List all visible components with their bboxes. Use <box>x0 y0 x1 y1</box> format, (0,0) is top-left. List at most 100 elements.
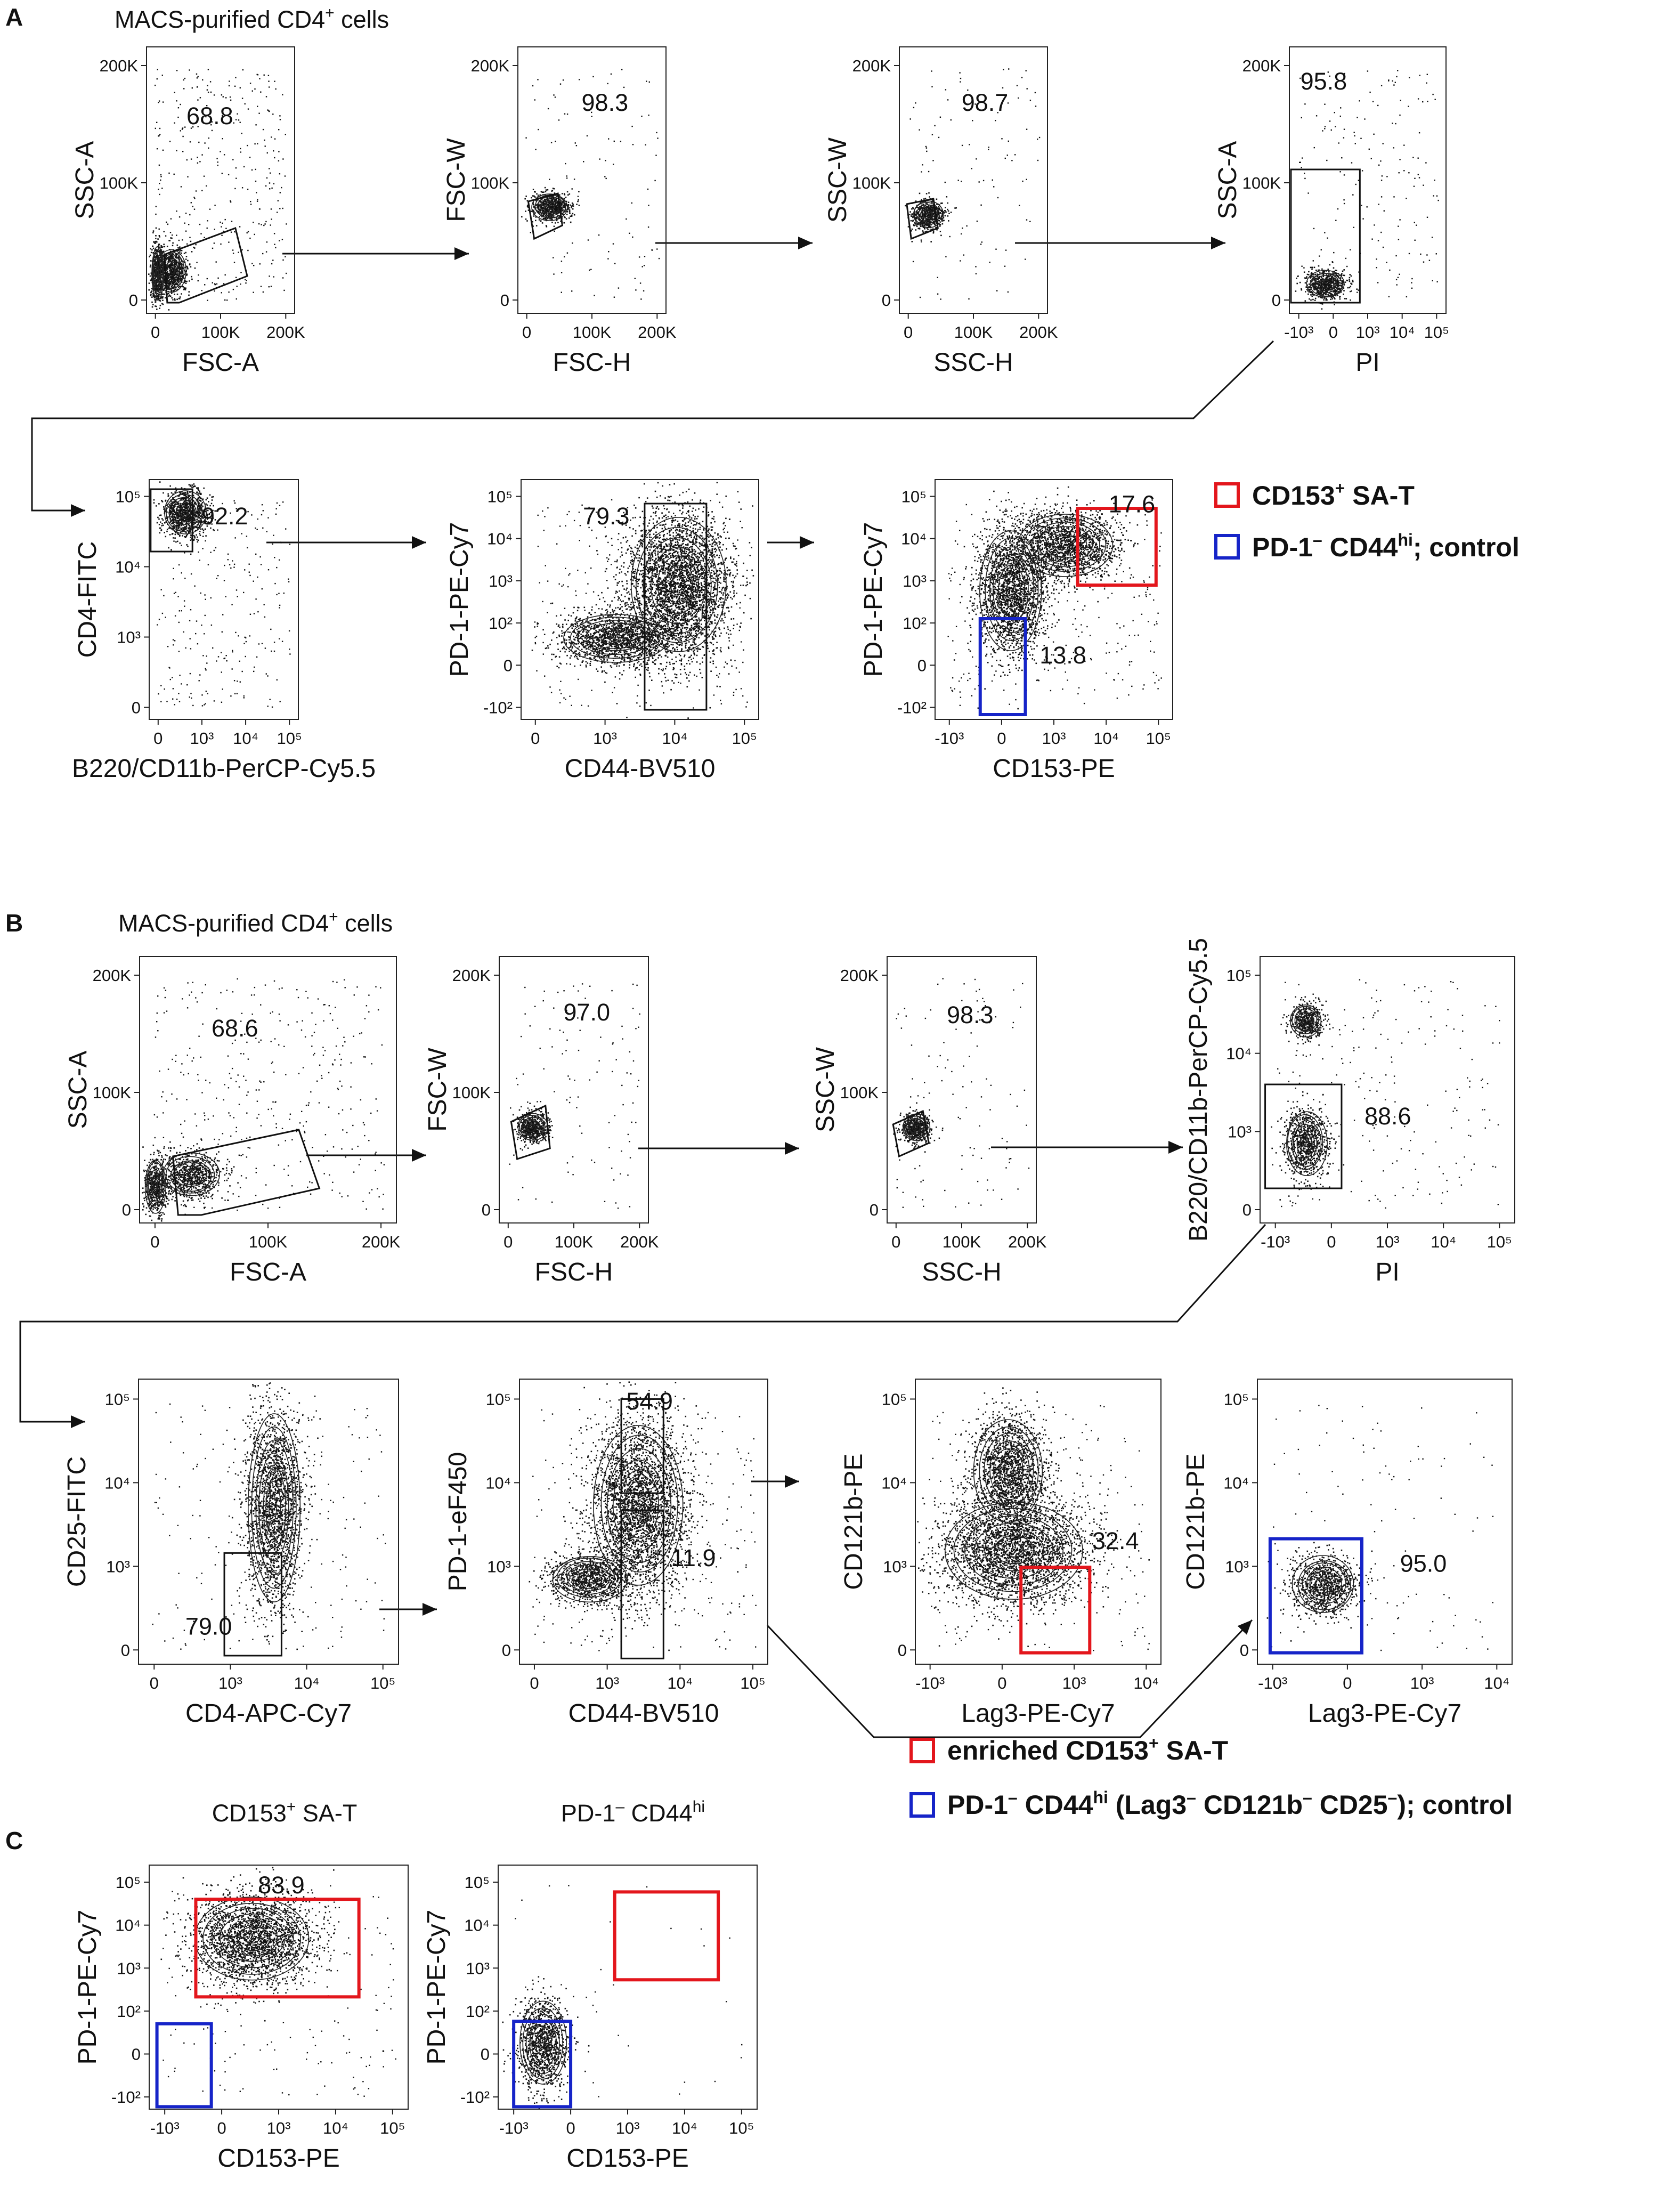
event-dots <box>502 1885 743 2109</box>
density-contours <box>1286 1004 1328 1176</box>
x-tick-label: 10⁴ <box>1093 729 1119 748</box>
y-tick-label: 10² <box>466 2002 490 2021</box>
x-tick-label: 0 <box>530 1674 539 1692</box>
gate-2 <box>620 1509 664 1659</box>
gate-percentage: 92.2 <box>201 503 248 530</box>
legend-blue-b-sup3: – <box>1187 1788 1196 1807</box>
gate-percentage: 79.0 <box>185 1613 232 1640</box>
legend-blue-b-tail3: CD121b <box>1196 1790 1303 1820</box>
y-tick-label: 0 <box>132 699 141 717</box>
x-tick-label: -10³ <box>915 1674 945 1692</box>
legend-blue-b-sup2: hi <box>1093 1788 1108 1807</box>
panel-a-header: MACS-purified CD4+ cells <box>115 4 389 33</box>
plot-frame <box>915 1379 1161 1665</box>
density-contours <box>164 490 207 534</box>
y-tick-label: -10² <box>460 2088 490 2106</box>
legend-red-a-text: CD153 <box>1252 481 1335 511</box>
panel-c-title-1-tail: SA-T <box>296 1800 357 1827</box>
x-tick-label: 10⁴ <box>662 729 688 748</box>
x-tick-label: -10³ <box>1261 1233 1290 1251</box>
x-tick-label: 10⁴ <box>1431 1233 1456 1251</box>
x-tick-label: 0 <box>150 1674 159 1692</box>
plot-frame <box>521 479 759 720</box>
x-tick-label: 10⁴ <box>1390 323 1415 342</box>
x-tick-label: 0 <box>531 729 540 748</box>
y-tick-label: 10² <box>903 614 927 633</box>
x-tick-label: 100K <box>954 323 993 342</box>
legend-blue-a-tail: CD44 <box>1322 532 1398 562</box>
x-tick-label: 0 <box>904 323 913 342</box>
y-tick-label: 10⁴ <box>464 1916 490 1935</box>
x-tick-label: 10⁵ <box>277 729 302 748</box>
y-tick-label: 10⁴ <box>1223 1473 1249 1492</box>
y-tick-label: 200K <box>852 56 891 75</box>
event-dots <box>529 1381 757 1651</box>
x-axis-label: PI <box>1375 1258 1399 1286</box>
x-axis-label: SSC-H <box>933 349 1013 377</box>
x-tick-label: 10³ <box>595 1674 619 1692</box>
gate-percentage: 98.3 <box>947 1001 994 1028</box>
panel-b-header-sup: + <box>329 908 338 926</box>
x-tick-label: 10⁵ <box>732 729 757 748</box>
y-tick-label: 10³ <box>106 1557 130 1576</box>
x-tick-label: 0 <box>217 2119 226 2137</box>
legend-red-swatch-b <box>909 1738 935 1763</box>
x-axis-label: SSC-H <box>922 1258 1001 1286</box>
x-tick-label: 10⁴ <box>1484 1674 1509 1692</box>
y-tick-label: 0 <box>122 1201 131 1219</box>
plot-frame <box>138 1379 399 1665</box>
y-tick-label: 10⁵ <box>116 488 141 506</box>
x-tick-label: 0 <box>150 1233 159 1251</box>
x-tick-label: 0 <box>151 323 160 342</box>
x-axis-label: CD4-APC-Cy7 <box>185 1699 352 1728</box>
y-tick-label: 0 <box>481 2045 490 2063</box>
density-contours <box>903 1113 931 1141</box>
event-dots <box>152 1382 386 1650</box>
x-tick-label: 0 <box>891 1233 900 1251</box>
y-tick-label: 10³ <box>1225 1557 1249 1576</box>
y-tick-label: 10⁵ <box>486 1390 511 1408</box>
gate-1 <box>150 488 193 553</box>
x-tick-label: 200K <box>362 1233 401 1251</box>
legend-blue-a-text: PD-1 <box>1252 532 1313 562</box>
legend-blue-b-text: PD-1 <box>947 1790 1008 1820</box>
x-tick-label: 10⁴ <box>233 729 258 748</box>
y-tick-label: 100K <box>1242 174 1281 192</box>
x-tick-label: 0 <box>1327 1233 1336 1251</box>
x-tick-label: 10⁵ <box>370 1674 395 1692</box>
y-tick-label: 10⁴ <box>115 558 141 577</box>
gate-1 <box>527 192 564 240</box>
y-tick-label: 0 <box>132 2045 141 2063</box>
x-tick-label: 0 <box>1329 323 1338 342</box>
y-tick-label: 0 <box>502 1641 511 1659</box>
event-dots <box>142 978 385 1222</box>
x-axis-label: Lag3-PE-Cy7 <box>1308 1699 1461 1728</box>
x-tick-label: 200K <box>620 1233 659 1251</box>
x-tick-label: -10³ <box>150 2119 180 2137</box>
y-axis-label: PD-1-PE-Cy7 <box>859 522 888 677</box>
gate-1 <box>613 1890 720 1982</box>
x-tick-label: 10³ <box>267 2119 291 2137</box>
y-tick-label: 0 <box>1242 1201 1252 1219</box>
legend-red-a-sup: + <box>1335 479 1345 498</box>
x-tick-label: 100K <box>201 323 240 342</box>
legend-a: CD153+ SA-T PD-1– CD44hi; control <box>1214 479 1520 562</box>
y-tick-label: 10⁴ <box>485 1473 511 1492</box>
x-tick-label: 10³ <box>616 2119 640 2137</box>
x-tick-label: -10³ <box>1284 323 1313 342</box>
y-axis-label: B220/CD11b-PerCP-Cy5.5 <box>1184 938 1213 1242</box>
gate-percentage: 88.6 <box>1364 1103 1411 1130</box>
x-axis-label: CD153-PE <box>993 755 1115 783</box>
gate-1 <box>1290 168 1361 304</box>
legend-item-red-a: CD153+ SA-T <box>1252 479 1415 511</box>
x-tick-label: 100K <box>943 1233 981 1251</box>
x-tick-label: 10³ <box>1410 1674 1434 1692</box>
x-tick-label: 10³ <box>593 729 617 748</box>
x-tick-label: -10³ <box>499 2119 529 2137</box>
y-tick-label: 0 <box>870 1201 879 1219</box>
x-tick-label: 0 <box>997 729 1006 748</box>
plot-frame <box>499 956 649 1224</box>
